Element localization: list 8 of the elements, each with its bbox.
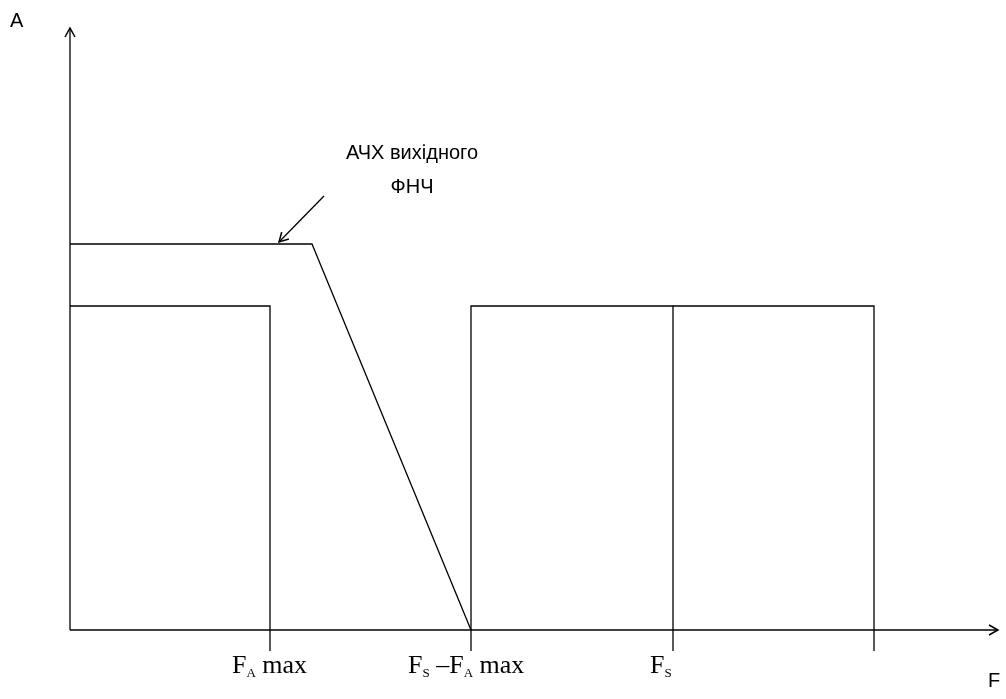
frequency-label: F$_{S}$ –F$_{A}$ max xyxy=(408,652,525,679)
leader-arrow xyxy=(278,195,325,243)
frequency-label: F$_{S}$ xyxy=(650,652,672,679)
frequency-label: F$_{A}$ max xyxy=(232,652,308,679)
filter-response-curve xyxy=(69,243,472,631)
axis-label: F xyxy=(988,670,1001,690)
axis-label: A xyxy=(10,10,24,30)
annotation-text: АЧХ вихідного ФНЧ xyxy=(322,135,502,203)
